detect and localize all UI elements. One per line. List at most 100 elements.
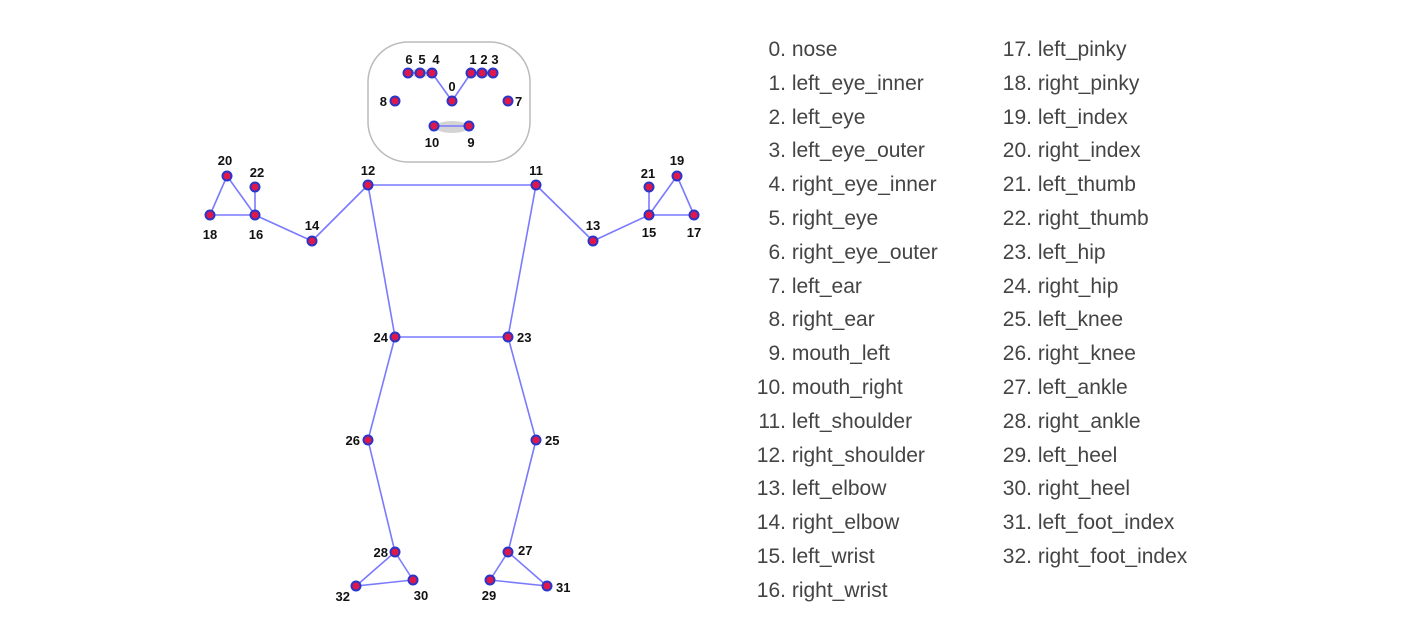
legend-item-name: right_thumb bbox=[1032, 206, 1149, 230]
keypoint-label-left-hip: 23 bbox=[517, 330, 531, 345]
legend-item-index: 5. bbox=[768, 206, 786, 230]
edge-18-20 bbox=[209, 175, 228, 216]
legend-item-name: left_hip bbox=[1032, 240, 1106, 264]
keypoint-right-foot-index bbox=[350, 580, 362, 592]
keypoint-right-eye bbox=[414, 67, 426, 79]
keypoint-right-shoulder bbox=[362, 179, 374, 191]
keypoint-label-nose: 0 bbox=[448, 79, 455, 94]
edge-28-30 bbox=[394, 551, 414, 581]
keypoint-mouth-left bbox=[463, 120, 475, 132]
edge-23-25 bbox=[507, 336, 537, 441]
legend-item-index: 11. bbox=[758, 409, 786, 433]
legend-item-index: 31. bbox=[1002, 511, 1032, 535]
keypoint-label-left-shoulder: 11 bbox=[529, 163, 543, 178]
keypoint-label-left-wrist: 15 bbox=[642, 225, 656, 240]
keypoint-label-right-eye-inner: 4 bbox=[432, 52, 440, 67]
legend-item-name: right_foot_index bbox=[1032, 544, 1188, 568]
keypoint-left-knee bbox=[530, 434, 542, 446]
keypoint-label-left-ear: 7 bbox=[515, 94, 522, 109]
keypoint-label-left-ankle: 27 bbox=[518, 543, 532, 558]
legend-item-name: nose bbox=[786, 38, 838, 61]
keypoint-label-left-elbow: 13 bbox=[586, 218, 600, 233]
legend-item-right_foot_index: 32. right_foot_index bbox=[990, 540, 1187, 574]
skeleton-edges bbox=[209, 72, 695, 587]
keypoint-label-right-ankle: 28 bbox=[374, 545, 388, 560]
legend-item-name: right_ankle bbox=[1032, 409, 1141, 433]
keypoint-label-right-heel: 30 bbox=[414, 588, 428, 603]
legend-item-left_hip: 23. left_hip bbox=[990, 236, 1187, 270]
legend-item-name: right_eye_inner bbox=[786, 173, 937, 197]
legend-item-name: left_elbow bbox=[786, 477, 887, 501]
keypoint-label-right-knee: 26 bbox=[346, 433, 360, 448]
keypoint-right-pinky bbox=[204, 209, 216, 221]
legend-item-index: 2. bbox=[768, 105, 786, 129]
legend-item-index: 25. bbox=[1002, 308, 1032, 332]
keypoint-right-ear bbox=[389, 95, 401, 107]
legend-item-right_wrist: 16. right_wrist bbox=[744, 574, 938, 608]
legend-item-left_index: 19. left_index bbox=[990, 101, 1187, 135]
keypoint-label-mouth-right: 10 bbox=[425, 135, 439, 150]
legend-item-left_wrist: 15. left_wrist bbox=[744, 540, 938, 574]
keypoint-left-wrist bbox=[643, 209, 655, 221]
legend-item-index: 26. bbox=[1002, 342, 1032, 366]
edge-25-27 bbox=[507, 439, 537, 553]
legend-item-name: right_eye_outer bbox=[786, 240, 938, 264]
legend-item-name: left_foot_index bbox=[1032, 511, 1175, 535]
legend-item-left_thumb: 21. left_thumb bbox=[990, 168, 1187, 202]
keypoint-label-left-eye-inner: 1 bbox=[469, 52, 476, 67]
legend-item-name: right_wrist bbox=[786, 578, 888, 602]
legend-item-name: right_shoulder bbox=[786, 443, 925, 467]
legend-item-name: right_eye bbox=[786, 206, 879, 230]
legend-item-index: 21. bbox=[1002, 173, 1032, 197]
legend-item-mouth_right: 10. mouth_right bbox=[744, 371, 938, 405]
legend-item-name: left_ankle bbox=[1032, 375, 1128, 399]
keypoint-label-right-ear: 8 bbox=[380, 94, 387, 109]
edge-27-31 bbox=[507, 551, 548, 587]
legend-item-name: right_heel bbox=[1032, 477, 1131, 501]
keypoint-label-left-index: 19 bbox=[670, 153, 684, 168]
keypoint-label-right-shoulder: 12 bbox=[361, 163, 375, 178]
keypoint-right-index bbox=[221, 170, 233, 182]
keypoint-right-thumb bbox=[249, 181, 261, 193]
legend-item-right_eye_inner: 4. right_eye_inner bbox=[744, 168, 938, 202]
keypoint-right-eye-outer bbox=[402, 67, 414, 79]
edge-29-31 bbox=[489, 579, 548, 587]
legend-item-index: 0. bbox=[768, 38, 786, 61]
legend-item-name: right_knee bbox=[1032, 342, 1136, 366]
keypoint-label-left-eye-outer: 3 bbox=[491, 52, 498, 67]
legend-item-left_heel: 29. left_heel bbox=[990, 439, 1187, 473]
keypoint-right-elbow bbox=[306, 235, 318, 247]
keypoint-left-eye bbox=[476, 67, 488, 79]
keypoint-left-shoulder bbox=[530, 179, 542, 191]
legend-item-index: 17. bbox=[1002, 38, 1032, 61]
keypoint-label-right-eye: 5 bbox=[418, 52, 425, 67]
legend-item-name: left_knee bbox=[1032, 308, 1124, 332]
keypoint-dots bbox=[204, 67, 700, 592]
legend-item-nose: 0. nose bbox=[744, 33, 938, 67]
legend-item-index: 1. bbox=[768, 71, 786, 95]
legend-item-right_index: 20. right_index bbox=[990, 134, 1187, 168]
keypoint-label-left-thumb: 21 bbox=[641, 166, 655, 181]
keypoint-left-ear bbox=[502, 95, 514, 107]
legend-item-left_pinky: 17. left_pinky bbox=[990, 33, 1187, 67]
keypoint-label-right-hip: 24 bbox=[374, 330, 389, 345]
edge-12-14 bbox=[311, 184, 369, 242]
legend-item-name: left_index bbox=[1032, 105, 1128, 129]
keypoint-left-elbow bbox=[587, 235, 599, 247]
keypoint-right-ankle bbox=[389, 546, 401, 558]
legend-item-left_eye: 2. left_eye bbox=[744, 101, 938, 135]
edge-15-19 bbox=[648, 175, 678, 216]
keypoint-label-right-eye-outer: 6 bbox=[405, 52, 412, 67]
legend-item-name: left_ear bbox=[786, 274, 862, 298]
keypoint-nose bbox=[446, 95, 458, 107]
keypoint-right-eye-inner bbox=[426, 67, 438, 79]
mouth-shape bbox=[435, 121, 469, 133]
legend-item-index: 3. bbox=[768, 139, 786, 163]
edge-26-28 bbox=[367, 439, 396, 553]
legend-item-name: left_eye_outer bbox=[786, 139, 925, 163]
legend-item-index: 18. bbox=[1002, 71, 1032, 95]
legend-item-right_thumb: 22. right_thumb bbox=[990, 202, 1187, 236]
legend-item-name: mouth_right bbox=[786, 375, 903, 399]
keypoint-mouth-right bbox=[428, 120, 440, 132]
